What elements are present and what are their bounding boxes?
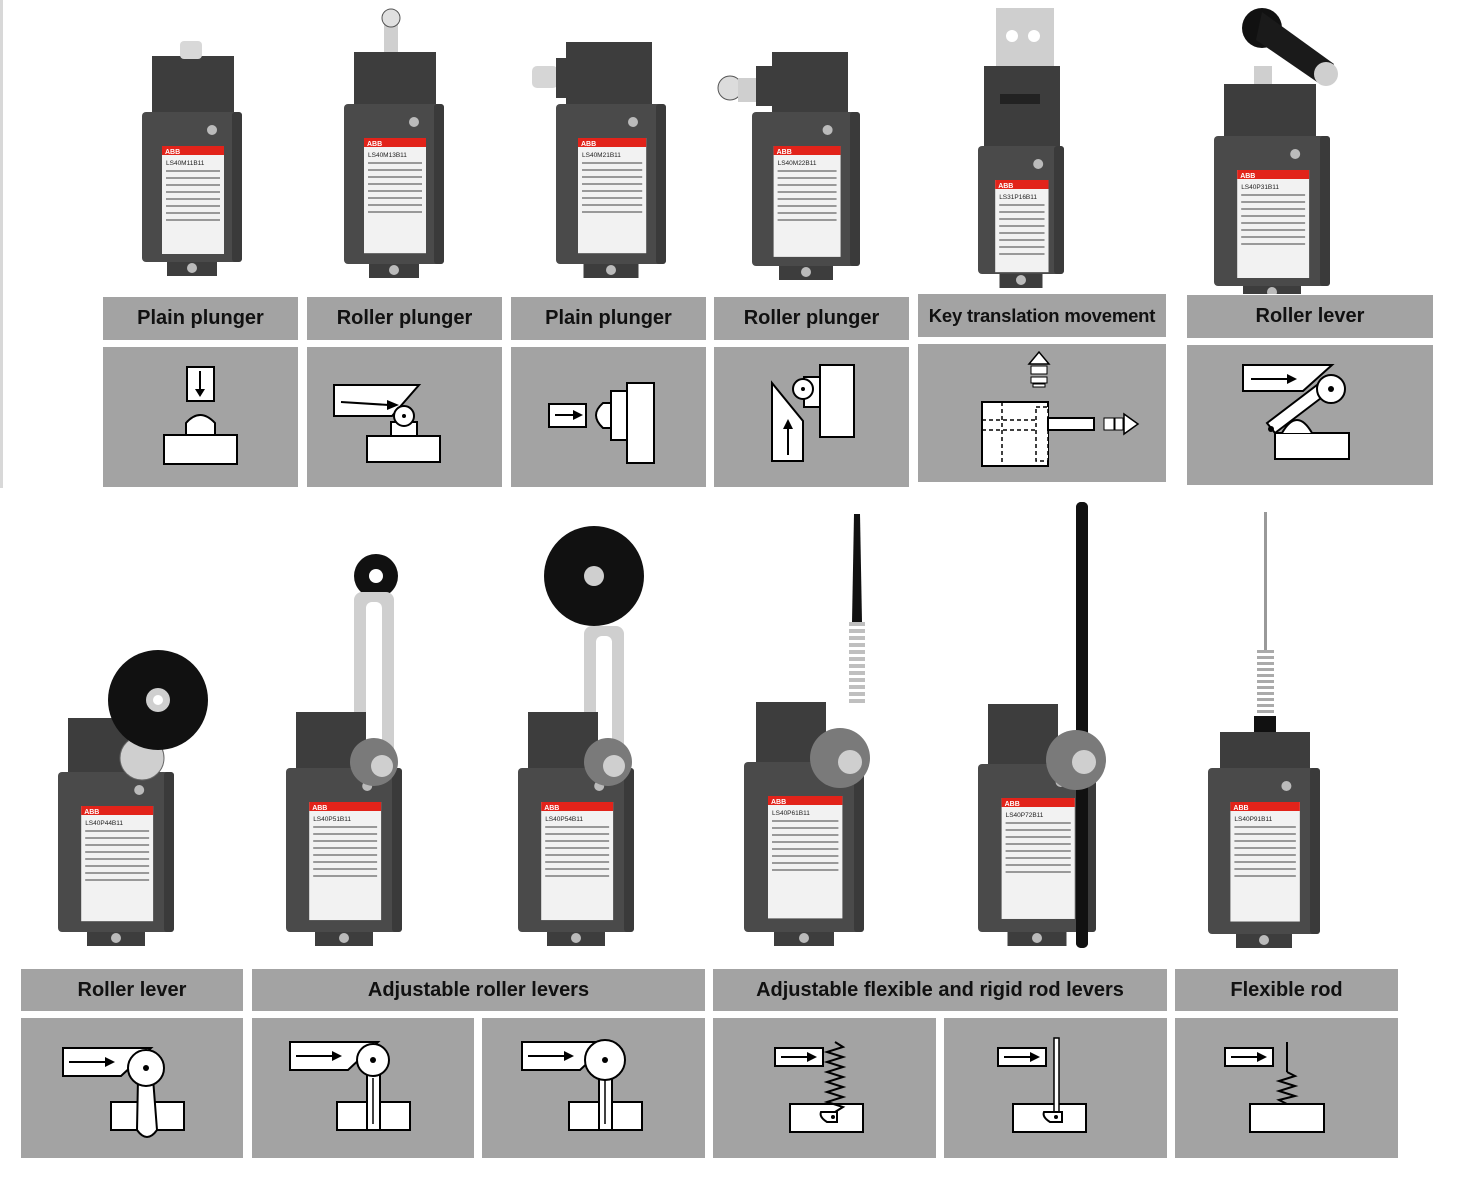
photo-flexible-rod-lever: ABB LS40P61B11 <box>740 512 880 948</box>
product-model-text: LS40P61B11 <box>772 810 810 817</box>
product-model-text: LS40M11B11 <box>166 160 205 167</box>
label-adjustable-roller-levers: Adjustable roller levers <box>252 969 705 1011</box>
label-plain-plunger-1: Plain plunger <box>103 297 298 340</box>
symbol-rigid-rod-lever <box>944 1018 1167 1158</box>
label-adjustable-rod-levers: Adjustable flexible and rigid rod levers <box>713 969 1167 1011</box>
product-model-text: LS40P91B11 <box>1234 816 1272 823</box>
label-plain-plunger-2: Plain plunger <box>511 297 706 340</box>
abb-logo: ABB <box>777 149 792 156</box>
symbol-roller-plunger-horizontal <box>714 347 909 487</box>
label-key-translation-movement: Key translation movement <box>918 294 1166 337</box>
abb-logo: ABB <box>771 799 786 806</box>
abb-logo: ABB <box>581 141 596 148</box>
abb-logo: ABB <box>84 809 99 816</box>
photo-rigid-rod-lever: ABB LS40P72B11 <box>976 500 1116 950</box>
photo-key-translation: ABB LS31P16B11 <box>970 6 1070 290</box>
label-roller-lever-top: Roller lever <box>1187 295 1433 338</box>
abb-logo: ABB <box>1233 805 1248 812</box>
symbol-roller-lever-bottom <box>21 1018 243 1158</box>
label-roller-lever-bottom: Roller lever <box>21 969 243 1011</box>
symbol-plain-plunger-horizontal <box>511 347 706 487</box>
label-roller-plunger-1: Roller plunger <box>307 297 502 340</box>
photo-roller-lever-bottom: ABB LS40P44B11 <box>54 646 224 946</box>
product-model-text: LS40P54B11 <box>545 816 583 823</box>
abb-logo: ABB <box>1005 801 1020 808</box>
photo-roller-plunger-horizontal: ABB LS40M22B11 <box>716 46 866 282</box>
photo-flexible-rod: ABB LS40P91B11 <box>1206 510 1328 950</box>
left-edge-divider <box>0 0 3 488</box>
product-model-text: LS40P51B11 <box>313 816 351 823</box>
abb-logo: ABB <box>312 805 327 812</box>
abb-logo: ABB <box>544 805 559 812</box>
photo-roller-plunger-vertical: ABB LS40M13B11 <box>338 8 458 282</box>
product-model-text: LS40P72B11 <box>1006 812 1044 819</box>
symbol-plain-plunger-vertical <box>103 347 298 487</box>
photo-plain-plunger-vertical: ABB LS40M11B11 <box>136 38 256 282</box>
photo-plain-plunger-horizontal: ABB LS40M21B11 <box>528 40 673 282</box>
symbol-roller-plunger-vertical <box>307 347 502 487</box>
photo-adjustable-roller-lever-2: ABB LS40P54B11 <box>514 526 644 948</box>
symbol-flexible-rod <box>1175 1018 1398 1158</box>
label-flexible-rod: Flexible rod <box>1175 969 1398 1011</box>
symbol-key-translation <box>918 344 1166 482</box>
label-roller-plunger-2: Roller plunger <box>714 297 909 340</box>
symbol-adjustable-roller-lever-1 <box>252 1018 474 1158</box>
product-model-text: LS40P44B11 <box>85 820 123 827</box>
product-model-text: LS31P16B11 <box>999 194 1037 201</box>
abb-logo: ABB <box>1240 173 1255 180</box>
product-model-text: LS40M13B11 <box>368 152 407 159</box>
symbol-flexible-rod-lever <box>713 1018 936 1158</box>
abb-logo: ABB <box>998 183 1013 190</box>
abb-logo: ABB <box>367 141 382 148</box>
photo-adjustable-roller-lever-1: ABB LS40P51B11 <box>282 552 412 948</box>
symbol-adjustable-roller-lever-2 <box>482 1018 705 1158</box>
abb-logo: ABB <box>165 149 180 156</box>
product-model-text: LS40P31B11 <box>1241 184 1279 191</box>
symbol-roller-lever-top <box>1187 345 1433 485</box>
product-model-text: LS40M22B11 <box>778 160 817 167</box>
photo-roller-lever-top: ABB LS40P31B11 <box>1210 4 1350 294</box>
product-model-text: LS40M21B11 <box>582 152 621 159</box>
